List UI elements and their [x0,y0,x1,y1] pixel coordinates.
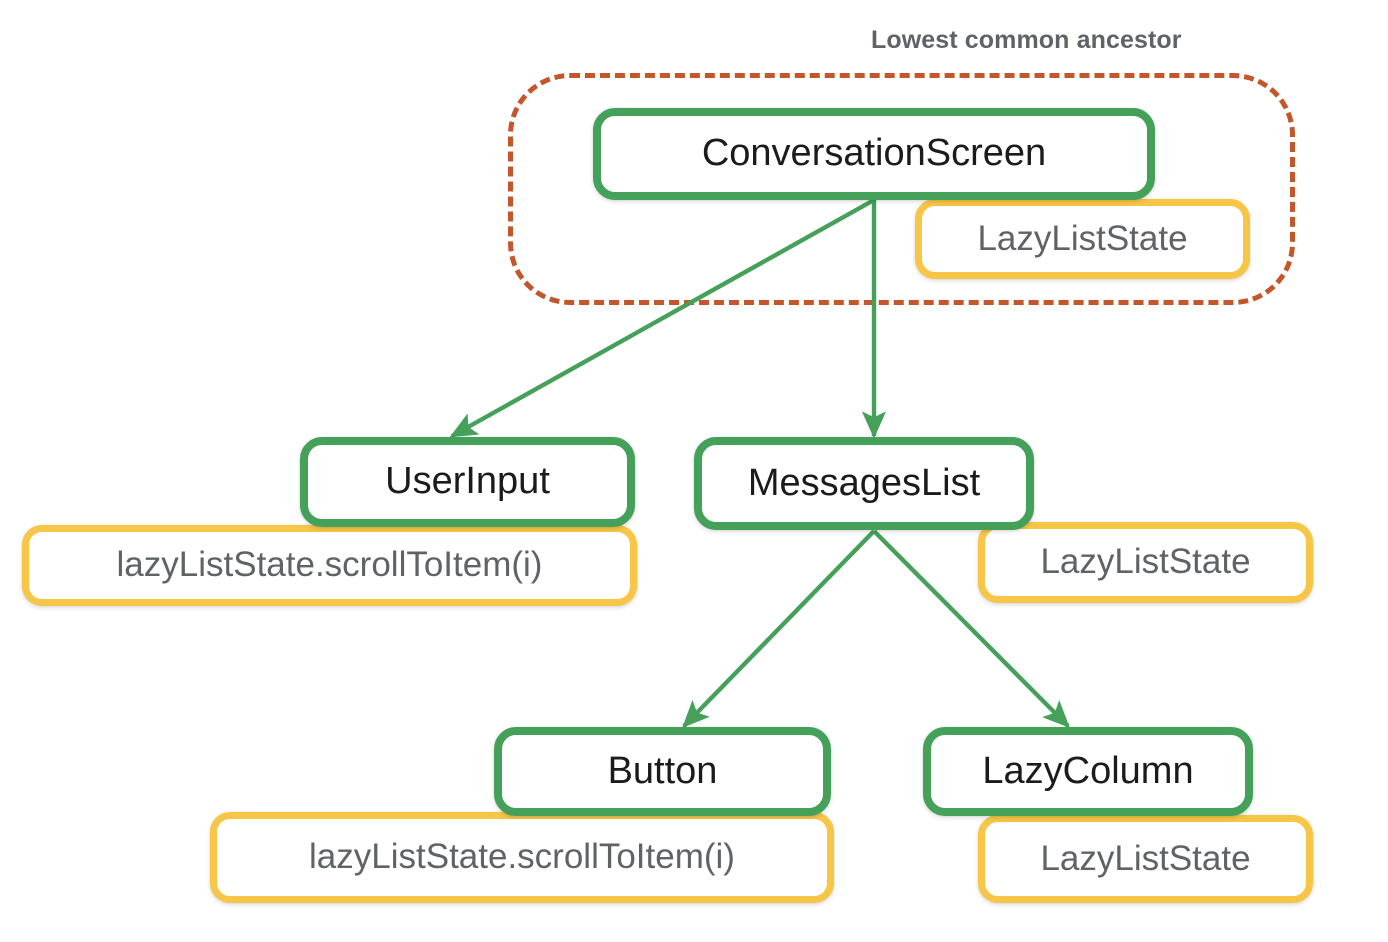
node-label-lazy-list-state-root: LazyListState [977,218,1188,258]
lowest-common-ancestor-region [508,73,1295,305]
node-lazy-list-state-column[interactable]: LazyListState [978,815,1313,903]
node-conversation-screen[interactable]: ConversationScreen [593,108,1155,200]
lowest-common-ancestor-title: Lowest common ancestor [871,26,1182,54]
node-lazy-list-state-messages[interactable]: LazyListState [978,522,1313,603]
node-label-messages-list: MessagesList [747,461,981,504]
node-label-lazy-column: LazyColumn [982,749,1194,792]
node-messages-list[interactable]: MessagesList [694,437,1034,530]
node-label-button: Button [607,749,718,792]
node-label-scroll-to-item-button: lazyListState.scrollToItem(i) [309,837,735,876]
node-label-lazy-list-state-messages: LazyListState [1040,542,1251,581]
node-label-scroll-to-item-user-input: lazyListState.scrollToItem(i) [116,545,543,584]
node-scroll-to-item-button[interactable]: lazyListState.scrollToItem(i) [210,812,834,903]
edge-messages-list-to-button [682,529,876,728]
node-lazy-list-state-root[interactable]: LazyListState [915,199,1250,279]
node-user-input[interactable]: UserInput [300,437,635,527]
node-label-conversation-screen: ConversationScreen [701,132,1047,174]
node-label-lazy-list-state-column: LazyListState [1040,838,1251,878]
node-scroll-to-item-user-input[interactable]: lazyListState.scrollToItem(i) [22,525,637,606]
node-button[interactable]: Button [494,727,831,816]
node-lazy-column[interactable]: LazyColumn [923,727,1253,816]
node-label-user-input: UserInput [385,460,550,502]
